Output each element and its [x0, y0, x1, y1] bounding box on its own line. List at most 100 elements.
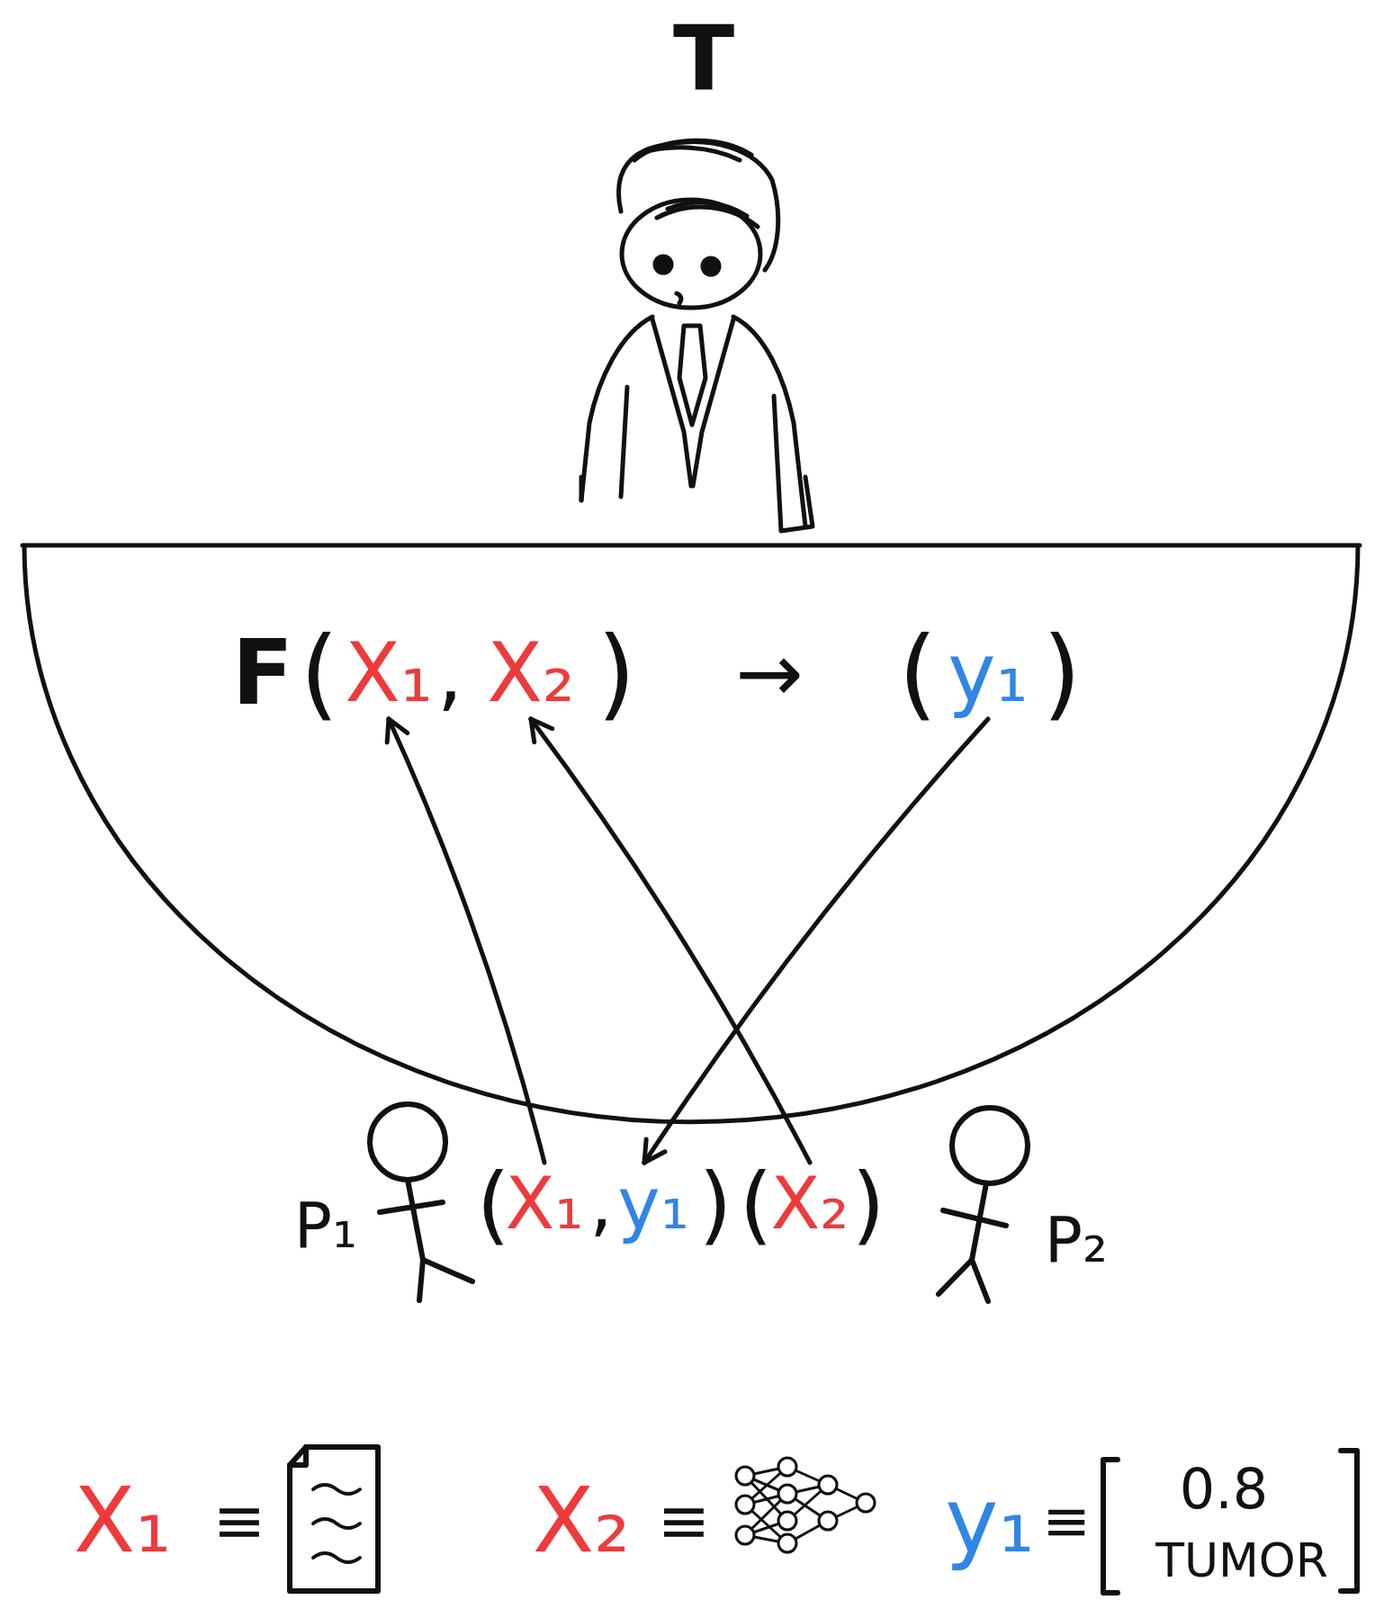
input-term-text: X₂: [486, 632, 576, 714]
parenthesis: (: [898, 623, 938, 723]
bowl-outline: [20, 543, 1362, 1124]
arrow-sign: →: [735, 632, 803, 714]
equivalence-sign: ≡: [1042, 1491, 1091, 1550]
text-line: [313, 1484, 360, 1494]
party-label: P₁: [294, 1194, 358, 1258]
input-term: X₂: [486, 632, 576, 714]
arrow-line: [530, 718, 810, 1163]
private-input-text: X₁: [505, 1168, 585, 1241]
party-label: P₁: [294, 1194, 358, 1258]
neuron: [736, 1466, 755, 1485]
class-label: TUMOR: [1155, 1536, 1329, 1584]
trusted-party-label: T: [673, 14, 735, 105]
function-bowl: FX₁X₂y₁: [20, 543, 1362, 1124]
parenthesis: (: [300, 623, 340, 723]
bowl-outline: [22, 545, 1360, 1123]
text-line: [313, 1553, 360, 1563]
hand: [579, 476, 585, 501]
parenthesis: ): [851, 1161, 885, 1248]
arm: [773, 395, 813, 531]
neuron: [736, 1526, 755, 1545]
arrowhead: [388, 718, 408, 734]
output-bracket: [1103, 1450, 1358, 1593]
trusted-party-label: T: [673, 14, 735, 105]
party-one-figure: [369, 1104, 473, 1301]
private-input-text: X₂: [771, 1168, 850, 1241]
parenthesis: (: [738, 1161, 773, 1248]
text-line: [313, 1518, 360, 1528]
leg: [938, 1259, 972, 1295]
key-symbol: X₁: [73, 1475, 172, 1566]
fold: [289, 1446, 306, 1465]
neuron: [818, 1511, 837, 1530]
mouth: [676, 293, 682, 304]
neuron: [778, 1484, 797, 1503]
bracket: [1340, 1450, 1358, 1591]
parenthesis: (: [476, 1161, 510, 1248]
received-output-text: y₁: [617, 1168, 689, 1241]
equivalence-sign: ≡: [213, 1489, 267, 1553]
parenthesis: ): [698, 1161, 732, 1248]
key-symbol: y₁: [944, 1475, 1034, 1566]
comma: ,: [589, 1168, 612, 1241]
data-flow-arrow: [530, 718, 810, 1163]
eye: [702, 258, 719, 275]
equivalence-sign: ≡: [657, 1489, 711, 1553]
key-symbol: X₂: [532, 1475, 631, 1566]
body: [407, 1179, 423, 1260]
equivalence-sign: ≡: [657, 1489, 711, 1553]
hair: [634, 140, 752, 161]
parenthesis: ): [851, 1161, 885, 1248]
neuron: [778, 1534, 797, 1553]
data-flow-arrow: [386, 718, 545, 1163]
probability-value: 0.8: [1179, 1461, 1269, 1518]
output-term: y₁: [947, 632, 1028, 714]
arrowhead: [386, 718, 389, 743]
suit: [581, 316, 653, 501]
comma: ,: [437, 632, 464, 714]
tie: [679, 325, 706, 425]
face: [621, 199, 761, 308]
neuron: [856, 1493, 875, 1512]
parenthesis: ): [698, 1161, 732, 1248]
class-label: TUMOR: [1155, 1536, 1329, 1584]
equivalence-sign: ≡: [213, 1489, 267, 1553]
received-output: y₁: [617, 1168, 689, 1241]
input-term: X₁: [344, 632, 433, 714]
input-term-text: X₁: [344, 632, 433, 714]
judge-figure: [581, 140, 813, 531]
key-symbol: X₁: [73, 1475, 172, 1566]
parenthesis: ): [1042, 623, 1082, 723]
neuron: [818, 1475, 837, 1494]
equivalence-sign: ≡: [1042, 1491, 1091, 1550]
parenthesis: ): [597, 623, 637, 723]
links: [745, 1466, 866, 1544]
key-symbol: X₂: [532, 1475, 631, 1566]
neuron: [778, 1511, 797, 1530]
arrow-sign: →: [735, 632, 803, 714]
arrowhead: [644, 1139, 647, 1163]
bracket: [1103, 1459, 1118, 1593]
leg: [971, 1259, 989, 1302]
arrow-line: [644, 718, 989, 1163]
parenthesis: ): [1042, 623, 1082, 723]
parenthesis: (: [300, 623, 340, 723]
output-term-text: y₁: [947, 632, 1028, 714]
arm: [943, 1210, 1007, 1226]
page: [289, 1446, 378, 1591]
arrow-line: [388, 718, 545, 1163]
leg: [422, 1259, 473, 1282]
parenthesis: (: [898, 623, 938, 723]
parenthesis: ): [597, 623, 637, 723]
arm: [379, 1202, 443, 1213]
document-icon: [289, 1446, 378, 1591]
arrowhead: [530, 718, 553, 729]
head: [952, 1107, 1028, 1184]
party-label: P₂: [1044, 1208, 1108, 1272]
party-label: P₂: [1044, 1208, 1108, 1272]
arrowhead: [644, 1151, 666, 1163]
suit: [733, 316, 806, 527]
